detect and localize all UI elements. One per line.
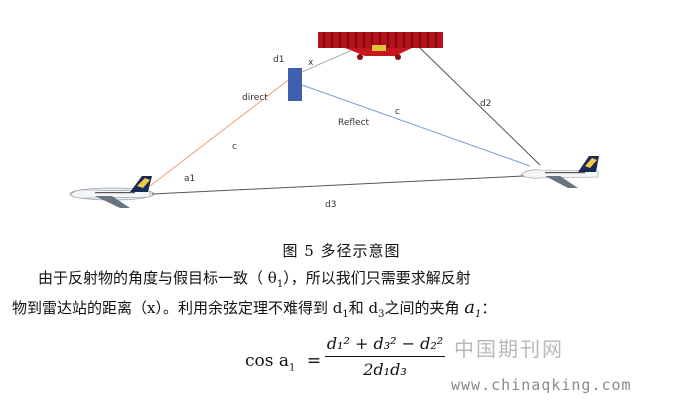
right-airplane: [520, 156, 599, 188]
label-d3: d3: [325, 200, 336, 210]
label-d2: d2: [480, 99, 491, 109]
paragraph-2-varsub: 1: [475, 309, 482, 320]
formula-equals: =: [306, 351, 322, 371]
formula-lhs: cos a1 =: [245, 351, 321, 373]
label-reflect: Reflect: [338, 118, 370, 128]
formula-numerator: d₁² + d₃² − d₂²: [326, 334, 444, 353]
paragraph-line-2: 物到雷达站的距离（x）。利用余弦定理不难得到 d1和 d3之间的夹角 a1：: [12, 297, 496, 320]
label-c-left: c: [232, 142, 237, 152]
left-airplane: [69, 176, 155, 208]
paragraph-1-end: ），所以我们只需要求解反射: [283, 269, 471, 287]
formula-fraction: d₁² + d₃² − d₂² 2d₁d₃: [325, 334, 445, 379]
paragraph-2-var: a: [464, 297, 475, 318]
paragraph-1-text: 由于反射物的角度与假目标一致（ θ: [38, 269, 277, 287]
paragraph-2-text-b: 和 d: [348, 299, 379, 317]
formula-lhs-sub: 1: [289, 362, 296, 374]
label-direct: direct: [242, 93, 268, 103]
paragraph-2-sub3: 3: [378, 309, 385, 320]
paragraph-2-text-a: 物到雷达站的距离（x）。利用余弦定理不难得到 d: [12, 299, 343, 317]
line-d3: [151, 175, 525, 195]
watermark-chinese: 中国期刊网: [454, 337, 564, 361]
label-c-right: c: [395, 107, 400, 117]
radar-station: [318, 32, 443, 60]
line-x: [301, 49, 353, 73]
paragraph-2-text-c: 之间的夹角: [384, 299, 460, 317]
line-c-orange: [149, 74, 296, 187]
fraction-bar: [325, 356, 445, 357]
figure-caption: 图 5 多径示意图: [282, 242, 401, 260]
multipath-diagram: d1 x direct c c Reflect d2 a1 d3: [69, 32, 599, 210]
label-x: x: [308, 58, 314, 68]
formula-denominator: 2d₁d₃: [363, 360, 407, 379]
paragraph-2-sub1: 1: [342, 309, 349, 320]
paragraph-line-1: 由于反射物的角度与假目标一致（ θ1），所以我们只需要求解反射: [38, 267, 471, 290]
paragraph-2-end: ：: [481, 299, 497, 317]
line-c-blue: [301, 84, 531, 167]
formula-lhs-text: cos a: [245, 351, 290, 371]
cosine-formula: cos a1 = d₁² + d₃² − d₂² 2d₁d₃: [245, 334, 455, 394]
label-d1: d1: [273, 55, 284, 65]
watermark-url: www.chinaqking.com: [451, 376, 632, 394]
reflector: [288, 68, 302, 101]
paragraph-1-sub: 1: [276, 279, 284, 290]
label-a1: a1: [184, 174, 195, 184]
line-d2: [419, 47, 541, 166]
